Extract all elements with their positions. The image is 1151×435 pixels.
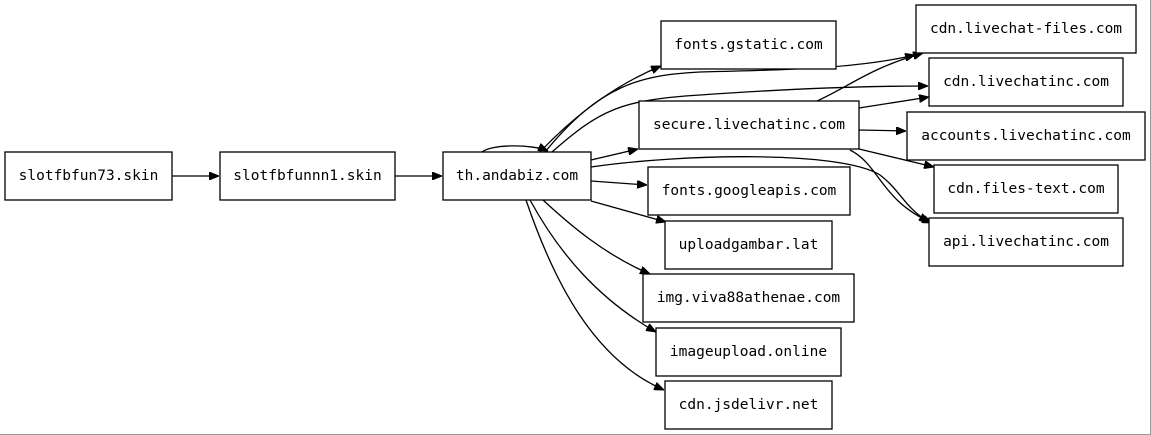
node-cdn-livechat-files-com: cdn.livechat-files.com <box>915 4 1137 54</box>
node-cdn-livechatinc-com: cdn.livechatinc.com <box>928 57 1124 107</box>
node-label: accounts.livechatinc.com <box>921 128 1131 144</box>
node-th-andabiz-com: th.andabiz.com <box>442 151 592 201</box>
node-label: slotfbfun73.skin <box>19 168 159 184</box>
edge-th-andabiz-to-img-viva88athenae <box>542 199 650 275</box>
node-fonts-gstatic-com: fonts.gstatic.com <box>660 20 837 70</box>
node-label: cdn.livechat-files.com <box>930 21 1122 37</box>
edge-secure-livechatinc-to-api-livechatinc <box>849 149 932 224</box>
node-label: uploadgambar.lat <box>679 237 819 253</box>
edge-th-andabiz-to-cdn-livechatinc <box>551 86 928 153</box>
node-secure-livechatinc-com: secure.livechatinc.com <box>638 100 860 150</box>
node-uploadgambar-lat: uploadgambar.lat <box>664 220 833 270</box>
node-cdn-files-text-com: cdn.files-text.com <box>933 164 1119 214</box>
edges <box>172 53 934 391</box>
node-label: slotfbfunnn1.skin <box>233 168 381 184</box>
node-label: imageupload.online <box>670 344 827 360</box>
edge-secure-livechatinc-to-cdn-files-text <box>858 148 934 167</box>
node-label: api.livechatinc.com <box>943 234 1109 250</box>
edge-secure-livechatinc-to-cdn-livechat-files <box>816 53 923 102</box>
edge-th-andabiz-to-cdn-jsdelivr <box>525 199 664 391</box>
edge-secure-livechatinc-to-accounts-livechatinc <box>858 130 906 131</box>
edge-th-andabiz-to-api-livechatinc <box>590 156 929 222</box>
node-label: fonts.gstatic.com <box>674 37 823 53</box>
edge-secure-livechatinc-to-cdn-livechatinc <box>858 97 929 109</box>
node-api-livechatinc-com: api.livechatinc.com <box>928 217 1124 267</box>
edge-th-andabiz-to-fonts-googleapis <box>590 181 647 185</box>
node-cdn-jsdelivr-net: cdn.jsdelivr.net <box>664 380 833 430</box>
node-label: th.andabiz.com <box>456 168 578 184</box>
node-img-viva88athenae-com: img.viva88athenae.com <box>642 273 855 323</box>
node-label: cdn.files-text.com <box>947 181 1104 197</box>
node-label: fonts.googleapis.com <box>662 183 837 199</box>
edge-th-andabiz-to-uploadgambar <box>590 200 666 222</box>
node-label: cdn.jsdelivr.net <box>679 397 819 413</box>
node-label: img.viva88athenae.com <box>657 290 841 306</box>
edge-th-andabiz-to-imageupload <box>529 199 656 332</box>
node-label: cdn.livechatinc.com <box>943 74 1109 90</box>
edge-th-andabiz-to-secure-livechatinc <box>590 149 638 161</box>
node-imageupload-online: imageupload.online <box>655 327 842 377</box>
node-fonts-googleapis-com: fonts.googleapis.com <box>647 166 851 216</box>
node-accounts-livechatinc-com: accounts.livechatinc.com <box>906 111 1146 161</box>
node-slotfbfunnn1-skin: slotfbfunnn1.skin <box>219 151 396 201</box>
edge-th-andabiz-self-loop <box>481 146 548 153</box>
edge-th-andabiz-to-cdn-livechat-files <box>544 55 915 153</box>
node-slotfbfun73-skin: slotfbfun73.skin <box>4 151 173 201</box>
node-label: secure.livechatinc.com <box>653 117 845 133</box>
